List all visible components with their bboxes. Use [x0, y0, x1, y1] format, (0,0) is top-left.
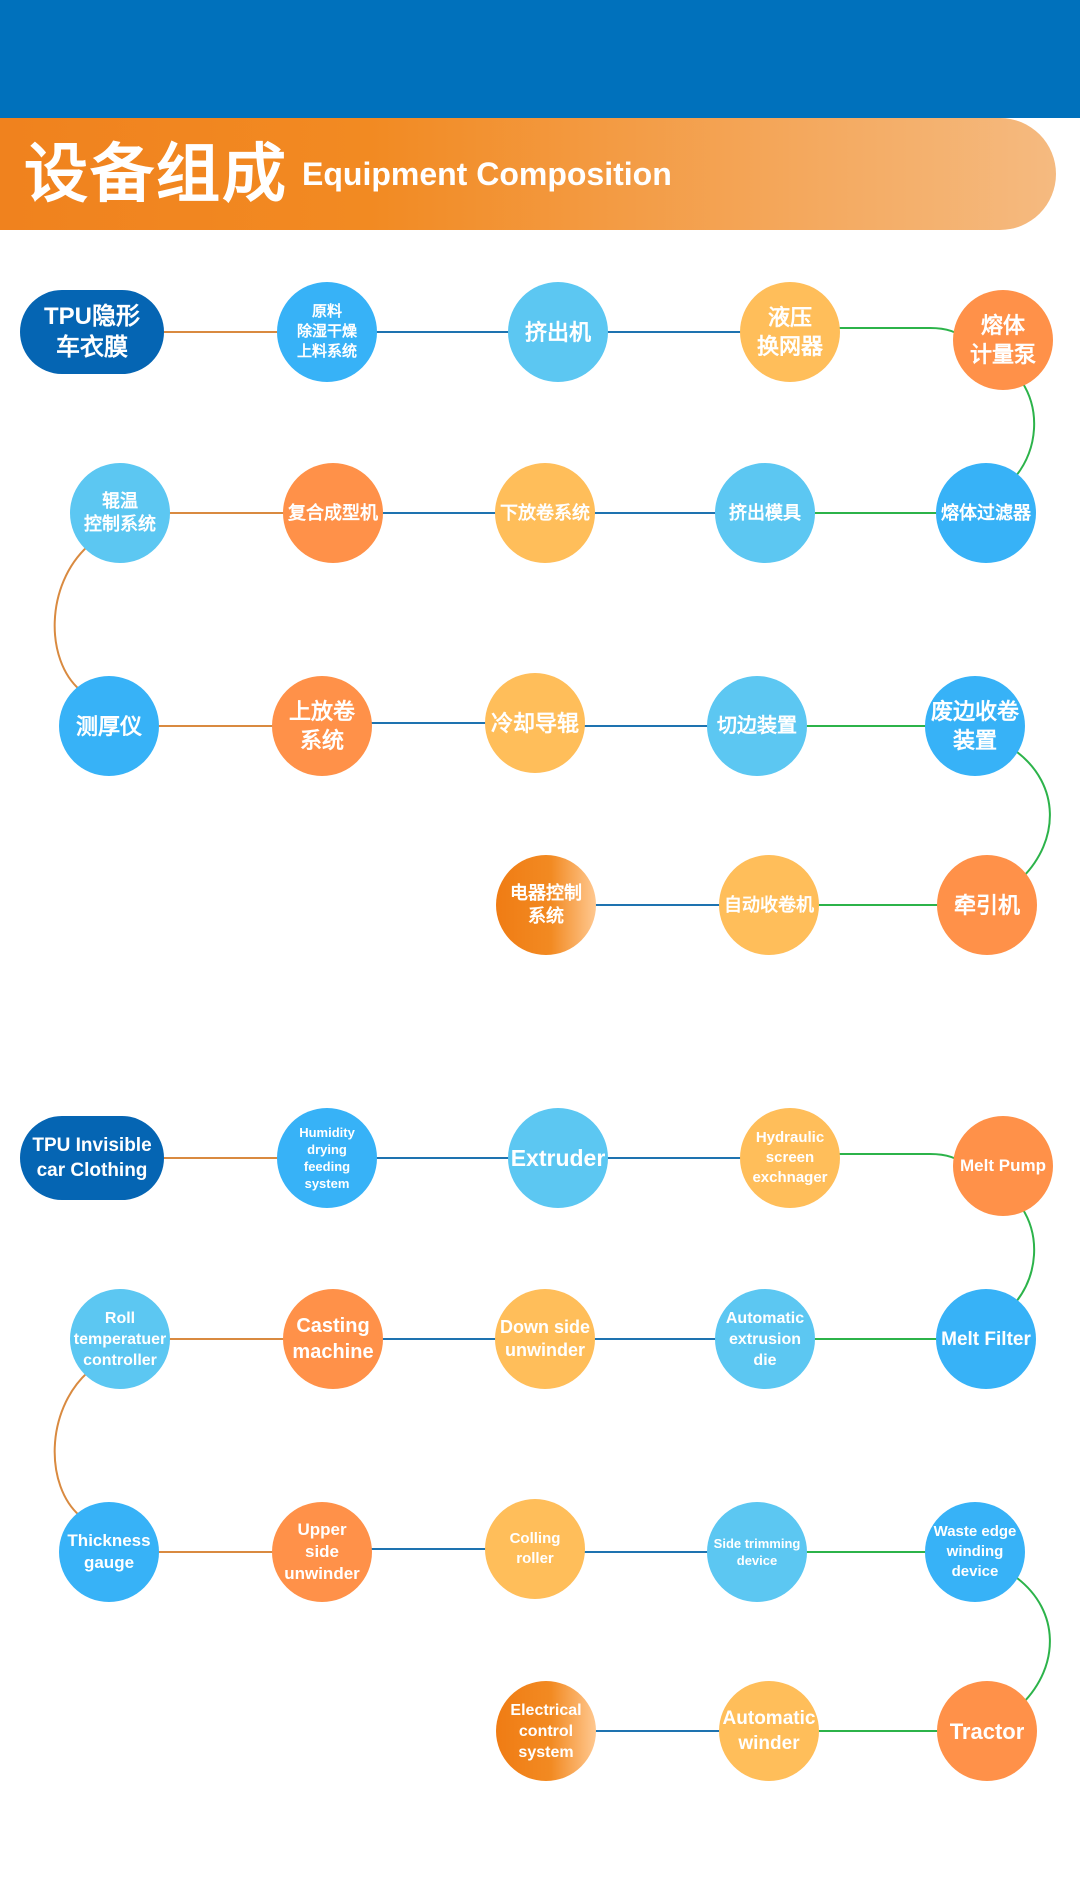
- en-node-e1: TPU Invisible car Clothing: [20, 1116, 164, 1200]
- cn-arc: [1016, 751, 1051, 879]
- en-node-e15: Waste edge winding device: [925, 1502, 1025, 1602]
- cn-arc: [53, 545, 89, 691]
- en-node-e7: Automatic extrusion die: [715, 1289, 815, 1389]
- en-node-e8: Down side unwinder: [495, 1289, 595, 1389]
- cn-node-n17: 自动收卷机: [719, 855, 819, 955]
- top-bar: [0, 0, 1080, 118]
- cn-node-n1: TPU隐形 车衣膜: [20, 290, 164, 374]
- en-node-e6: Melt Filter: [936, 1289, 1036, 1389]
- cn-node-n18: 电器控制 系统: [496, 855, 596, 955]
- cn-node-n2: 原料 除湿干燥 上料系统: [277, 282, 377, 382]
- cn-node-n16: 牵引机: [937, 855, 1037, 955]
- en-node-e9: Casting machine: [283, 1289, 383, 1389]
- en-node-e14: Side trimming device: [707, 1502, 807, 1602]
- cn-node-n13: 冷却导辊: [485, 673, 585, 773]
- cn-node-n8: 下放卷系统: [495, 463, 595, 563]
- en-node-e18: Electrical control system: [496, 1681, 596, 1781]
- en-node-e13: Colling roller: [485, 1499, 585, 1599]
- en-node-e12: Upper side unwinder: [272, 1502, 372, 1602]
- cn-node-n3: 挤出机: [508, 282, 608, 382]
- cn-node-n7: 挤出模具: [715, 463, 815, 563]
- page-subtitle: Equipment Composition: [302, 156, 672, 192]
- en-node-e4: Hydraulic screen exchnager: [740, 1108, 840, 1208]
- en-arc: [53, 1371, 89, 1517]
- title-banner: [0, 118, 1056, 230]
- cn-node-n10: 辊温 控制系统: [70, 463, 170, 563]
- cn-node-n6: 熔体过滤器: [936, 463, 1036, 563]
- en-node-e3: Extruder: [508, 1108, 608, 1208]
- en-arc: [1015, 1207, 1036, 1303]
- en-node-e17: Automatic winder: [719, 1681, 819, 1781]
- en-arc: [1016, 1577, 1051, 1705]
- cn-node-n12: 上放卷 系统: [272, 676, 372, 776]
- cn-node-n15: 废边收卷 装置: [925, 676, 1025, 776]
- cn-arc: [1015, 381, 1036, 477]
- en-node-e5: Melt Pump: [953, 1116, 1053, 1216]
- en-node-e2: Humidity drying feeding system: [277, 1108, 377, 1208]
- cn-node-n11: 测厚仪: [59, 676, 159, 776]
- page-title: 设备组成: [24, 138, 288, 210]
- cn-node-n4: 液压 换网器: [740, 282, 840, 382]
- en-node-e10: Roll temperatuer controller: [70, 1289, 170, 1389]
- en-node-e16: Tractor: [937, 1681, 1037, 1781]
- en-node-e11: Thickness gauge: [59, 1502, 159, 1602]
- cn-node-n5: 熔体 计量泵: [953, 290, 1053, 390]
- cn-node-n9: 复合成型机: [283, 463, 383, 563]
- cn-node-n14: 切边装置: [707, 676, 807, 776]
